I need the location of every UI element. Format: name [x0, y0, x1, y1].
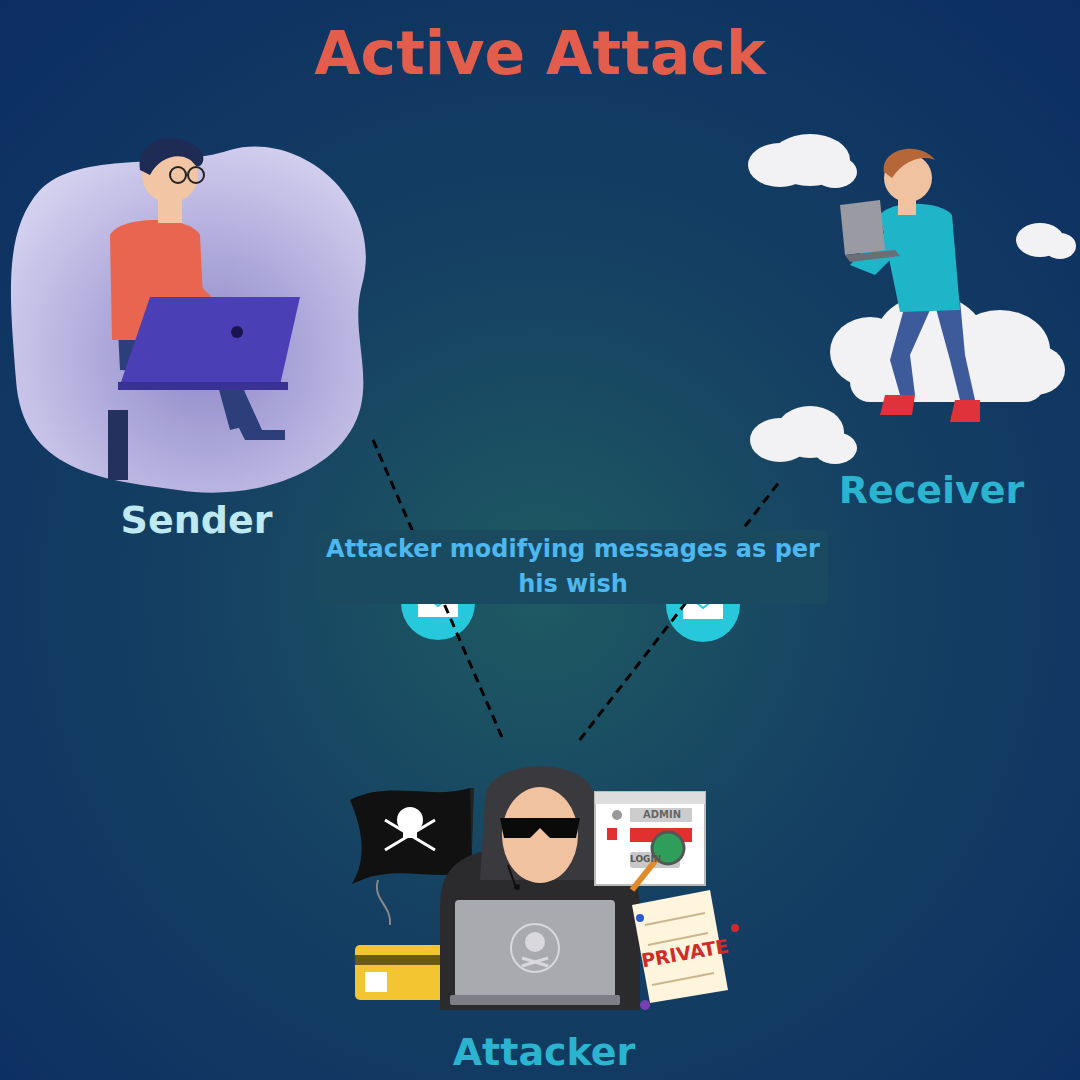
receiver-figure — [748, 134, 1076, 464]
node-label: Receiver — [780, 468, 1080, 512]
sender-node: Sender — [20, 120, 373, 560]
receiver-node: Receiver — [780, 130, 1080, 520]
ui-text: LOGIN — [630, 853, 660, 866]
dashed-connector — [580, 481, 780, 740]
attacker-figure — [350, 766, 739, 1010]
edge-note: Attacker modifying messages as per his w… — [318, 530, 828, 604]
title: Active Attack — [0, 18, 1080, 88]
node-label: Attacker — [340, 1030, 748, 1074]
sender-figure — [11, 138, 366, 492]
ui-text: ADMIN — [631, 808, 693, 823]
attacker-node: Attacker — [340, 740, 748, 1076]
